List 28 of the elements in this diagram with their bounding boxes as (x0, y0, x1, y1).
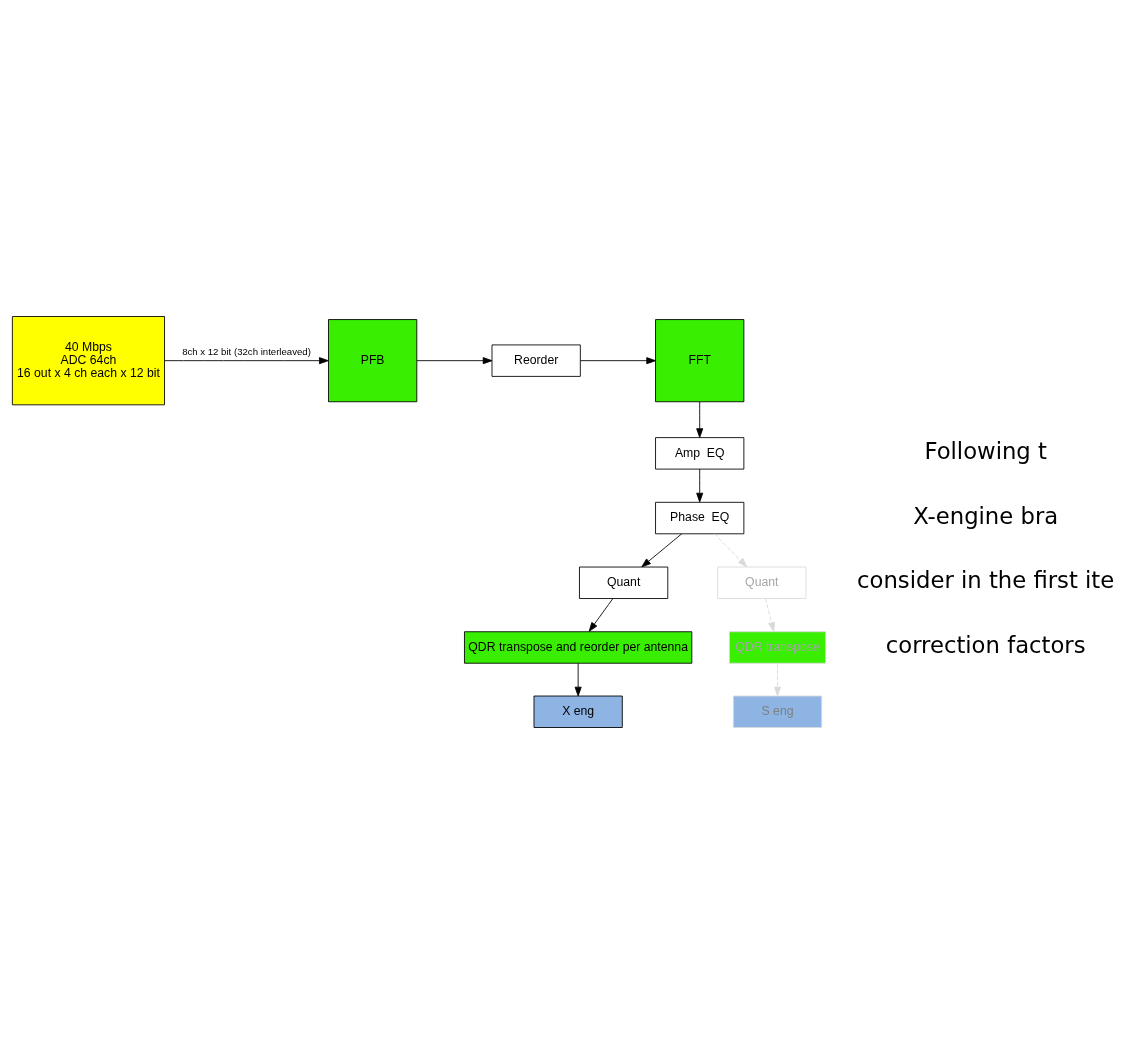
arrow (696, 401, 704, 438)
arrow (765, 598, 775, 632)
arrow (696, 468, 704, 503)
arrow (714, 533, 748, 568)
arrow (774, 663, 782, 697)
node-box: QDR transpose (729, 631, 827, 664)
label: correction factors (885, 632, 1086, 658)
node-box: PFB (328, 319, 418, 403)
arrow (416, 357, 493, 365)
label: X-engine bra (913, 502, 1059, 529)
node-box: 40 Mbps ADC 64ch 16 out x 4 ch each x 12 bit (11, 316, 165, 406)
edge-label: 8ch x 12 bit (32ch interleaved) (182, 346, 311, 358)
arrow (164, 357, 329, 365)
node-box: Phase EQ (655, 501, 745, 535)
arrow (574, 663, 582, 697)
arrow (580, 357, 656, 365)
node-box: S eng (732, 695, 823, 728)
node-box: Quant (717, 566, 807, 599)
node-box: Amp EQ (655, 437, 745, 470)
node-box: X eng (533, 695, 623, 728)
label: consider in the first ite (857, 567, 1115, 594)
arrow (641, 533, 683, 568)
node-box: QDR transpose and reorder per antenna (464, 631, 693, 664)
node-box: Quant (579, 566, 669, 599)
node-box: Reorder (491, 344, 581, 377)
arrow (588, 598, 614, 632)
label: Following t (924, 437, 1047, 464)
node-box: FFT (655, 319, 745, 403)
